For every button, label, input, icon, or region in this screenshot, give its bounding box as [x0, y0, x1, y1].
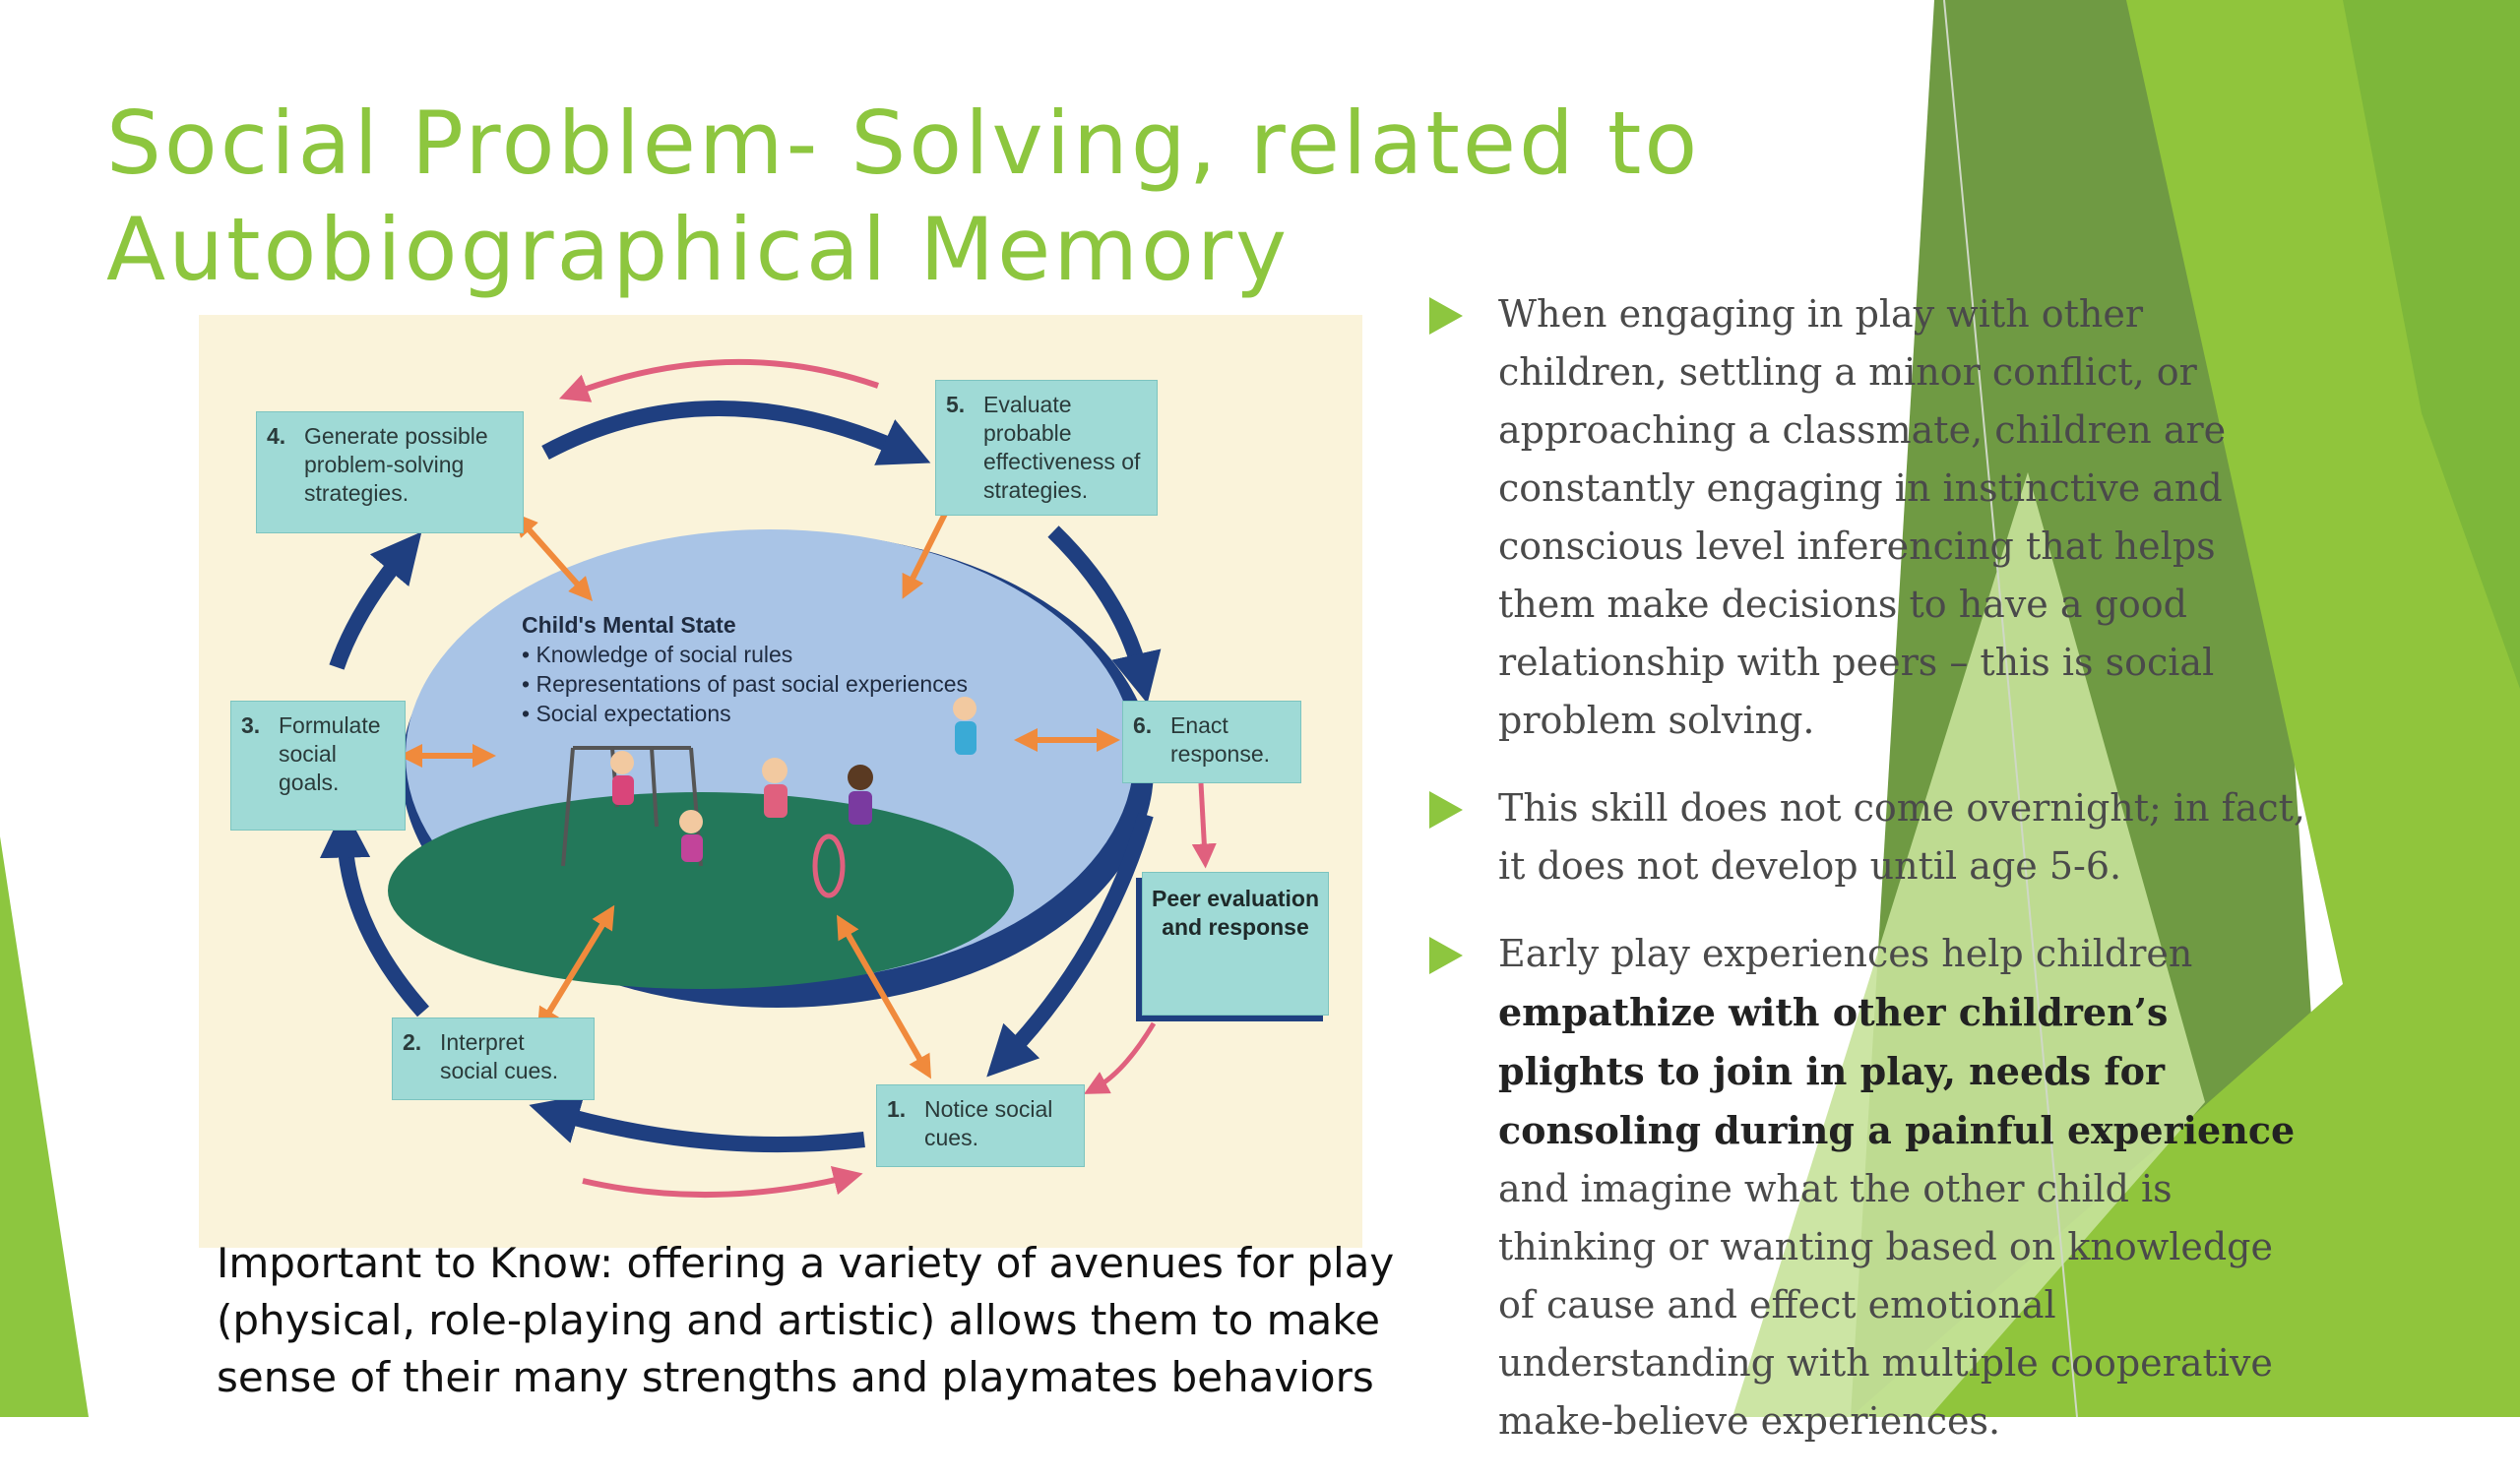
step-1-number: 1. — [887, 1096, 907, 1122]
step-2-number: 2. — [403, 1029, 422, 1055]
step-2-box: 2. Interpret social cues. — [392, 1018, 595, 1100]
cycle-arrow-3-to-4 — [329, 531, 422, 670]
link-arrow-box1 — [837, 914, 931, 1079]
bullet-text: This skill does not come overnight; in f… — [1498, 786, 2305, 888]
step-3-box: 3. Formulate social goals. — [230, 701, 406, 831]
cycle-arrow-2-to-3 — [319, 807, 429, 1018]
feedback-arrow-enact-to-peer — [1191, 782, 1217, 869]
bullet-text: When engaging in play with other childre… — [1498, 292, 2227, 742]
bullet-triangle-icon — [1429, 937, 1463, 974]
step-4-text: Generate possible problem-solving strate… — [304, 423, 488, 506]
children-playing-illustration — [610, 697, 976, 898]
bullet-item: Early play experiences help children emp… — [1429, 925, 2315, 1450]
step-2-text: Interpret social cues. — [440, 1029, 559, 1083]
bullet-list: When engaging in play with other childre… — [1429, 285, 2315, 1480]
feedback-arrow-peer-to-notice — [1083, 1021, 1157, 1094]
bg-thin-line — [1943, 0, 2078, 1417]
step-1-text: Notice social cues. — [924, 1096, 1053, 1150]
bullet-text-before: Early play experiences help children — [1498, 932, 2193, 975]
step-6-box: 6. Enact response. — [1122, 701, 1301, 783]
cycle-arrow-5-to-6 — [1047, 525, 1162, 704]
title-line-1: Social Problem- Solving, related to — [106, 92, 1701, 194]
step-5-text: Evaluate probable effectiveness of strat… — [983, 392, 1141, 503]
mental-state-list: Knowledge of social rules Representation… — [522, 640, 1073, 728]
background-shapes — [0, 0, 2520, 1417]
cycle-arrow-6-to-1 — [986, 812, 1154, 1078]
step-4-number: 4. — [267, 423, 286, 449]
cycle-arrow-1-to-2 — [529, 1094, 865, 1153]
bullet-item: When engaging in play with other childre… — [1429, 285, 2315, 750]
step-4-box: 4. Generate possible problem-solving str… — [256, 411, 524, 533]
bullet-triangle-icon — [1429, 791, 1463, 829]
mental-state-title: Child's Mental State — [522, 612, 736, 638]
slide-title: Social Problem- Solving, related to Auto… — [106, 91, 1780, 303]
step-3-text: Formulate social goals. — [279, 712, 381, 795]
bullet-text-bold: empathize with other children’s plights … — [1498, 990, 2296, 1152]
title-line-2: Autobiographical Memory — [106, 199, 1291, 300]
step-6-text: Enact response. — [1170, 712, 1271, 767]
mental-state-text: Child's Mental State Knowledge of social… — [522, 610, 1073, 728]
link-arrow-box2 — [536, 904, 615, 1032]
feedback-arrow-bottom — [582, 1165, 863, 1199]
peer-evaluation-box: Peer evaluation and response — [1142, 872, 1329, 1016]
bg-shape-light — [1851, 0, 2520, 1417]
step-6-number: 6. — [1133, 712, 1153, 738]
bg-left-sliver — [0, 836, 89, 1417]
bg-shape-pale — [1732, 472, 2205, 1417]
mental-state-item: Social expectations — [522, 699, 1073, 728]
important-note: Important to Know: offering a variety of… — [217, 1239, 1395, 1401]
bullet-text-after: and imagine what the other child is thin… — [1498, 1167, 2273, 1443]
mental-state-item: Representations of past social experienc… — [522, 669, 1073, 699]
step-5-number: 5. — [946, 392, 966, 417]
bg-shape-accent — [2343, 0, 2520, 689]
peer-evaluation-text: Peer evaluation and response — [1151, 886, 1320, 940]
problem-solving-diagram: 4. Generate possible problem-solving str… — [199, 315, 1362, 1248]
cycle-arrow-4-to-5 — [541, 401, 931, 465]
step-5-box: 5. Evaluate probable effectiveness of st… — [935, 380, 1158, 516]
bullet-triangle-icon — [1429, 297, 1463, 335]
bullet-item: This skill does not come overnight; in f… — [1429, 779, 2315, 895]
step-1-box: 1. Notice social cues. — [876, 1084, 1085, 1167]
link-arrow-box4 — [514, 513, 593, 601]
step-3-number: 3. — [241, 712, 261, 738]
mental-state-item: Knowledge of social rules — [522, 640, 1073, 669]
feedback-arrow-top — [558, 358, 879, 402]
